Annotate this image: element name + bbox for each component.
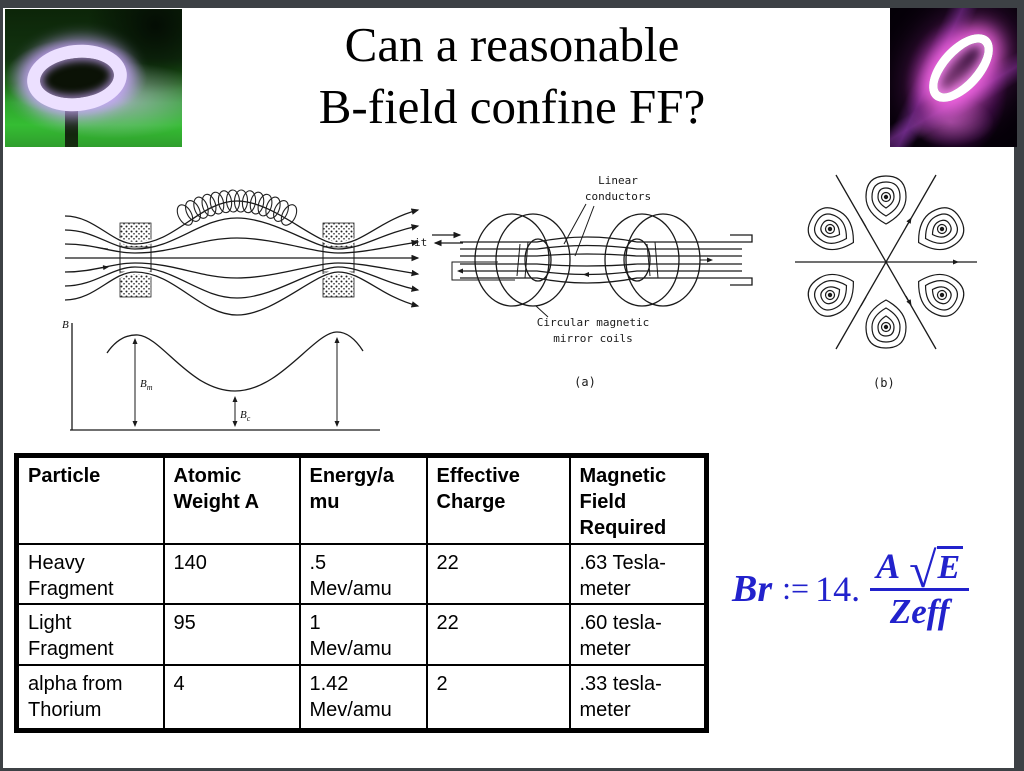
cell-atomic-weight: 140 <box>162 542 301 605</box>
cell-particle: alpha from Thorium <box>15 663 165 732</box>
electrode-stalk <box>65 109 78 147</box>
cell-atomic-weight: 4 <box>162 663 301 732</box>
loop-cluster-lower-right <box>918 273 965 317</box>
b-axis-label: B <box>62 319 69 331</box>
cell-effective-charge: 22 <box>425 602 571 666</box>
table-row: Heavy Fragment 140 .5 Mev/amu 22 .63 Tes… <box>15 542 708 605</box>
bm-label: Bm <box>140 378 153 392</box>
rigidity-formula: Br := 14. A √ E Zeff <box>732 542 970 632</box>
header-atomic-weight: Atomic Weight A <box>162 454 301 545</box>
header-effective-charge: Effective Charge <box>425 454 571 545</box>
formula-denominator: Zeff <box>870 588 970 632</box>
conductor-label-pointers <box>535 203 595 318</box>
formula-fraction: A √ E Zeff <box>870 542 970 632</box>
circular-coils-label-1: Circular magnetic <box>537 316 650 329</box>
cusp-field-figure: (b) <box>795 174 977 390</box>
cell-energy: .5 Mev/amu <box>298 542 428 605</box>
cell-magnetic-field: .60 tesla- meter <box>568 602 708 666</box>
current-label: it <box>414 236 427 249</box>
bc-label: Bc <box>240 409 251 423</box>
linear-conductors-label-2: conductors <box>585 190 651 203</box>
plasma-photo-left <box>5 9 182 147</box>
mirror-field-lines <box>64 198 420 318</box>
current-arrows <box>432 231 463 247</box>
cusp-separatrix-lines <box>795 174 977 350</box>
title-line-1: Can a reasonable <box>344 17 680 72</box>
plasma-torus <box>23 39 131 117</box>
circular-coils-label-2: mirror coils <box>553 332 632 345</box>
window-frame-bottom <box>0 768 1024 771</box>
cell-magnetic-field: .33 tesla- meter <box>568 663 708 732</box>
loop-cluster-upper-right <box>918 207 965 251</box>
mirror-coil-right <box>604 213 701 307</box>
header-energy: Energy/a mu <box>298 454 428 545</box>
slide-title: Can a reasonable B-field confine FF? <box>202 14 822 138</box>
plasma-torus <box>917 22 1005 114</box>
radicand: E <box>936 546 964 587</box>
linear-conductors-label-1: Linear <box>598 174 638 187</box>
plasma-photo-right <box>890 8 1017 147</box>
formula-lhs: Br <box>732 567 773 610</box>
formula-coefficient: 14. <box>815 568 861 609</box>
cell-particle: Heavy Fragment <box>15 542 165 605</box>
radical-sign: √ <box>909 542 937 598</box>
numerator-variable: A <box>876 546 901 586</box>
caption-b: (b) <box>873 376 895 390</box>
table-row: alpha from Thorium 4 1.42 Mev/amu 2 .33 … <box>15 663 708 732</box>
mirror-coils-figure: it <box>414 174 753 389</box>
cell-atomic-weight: 95 <box>162 602 301 666</box>
cell-energy: 1 Mev/amu <box>298 602 428 666</box>
formula-numerator: A √ E <box>870 542 969 598</box>
loop-cluster-top <box>865 175 907 225</box>
title-line-2: B-field confine FF? <box>318 79 706 134</box>
conductor-loop-clusters <box>807 175 965 349</box>
cell-effective-charge: 2 <box>425 663 571 732</box>
table-row: Light Fragment 95 1 Mev/amu 22 .60 tesla… <box>15 602 708 666</box>
formula-assign-operator: := <box>782 570 810 606</box>
cell-particle: Light Fragment <box>15 602 165 666</box>
window-frame-right <box>1014 0 1024 771</box>
cell-magnetic-field: .63 Tesla- meter <box>568 542 708 605</box>
loop-cluster-bottom <box>865 299 907 349</box>
particle-helix <box>176 189 298 226</box>
table-header-row: Particle Atomic Weight A Energy/a mu Eff… <box>15 454 708 545</box>
b-field-profile-plot: B Bm Bc <box>62 319 380 431</box>
mirror-coil-left <box>474 213 571 307</box>
window-frame-left <box>0 0 3 771</box>
magnetic-mirror-figure: B Bm Bc <box>62 189 420 431</box>
cell-energy: 1.42 Mev/amu <box>298 663 428 732</box>
linear-conductor-lines <box>451 234 753 286</box>
header-particle: Particle <box>15 454 165 545</box>
caption-a: (a) <box>574 375 596 389</box>
window-frame-top <box>0 0 1024 8</box>
mirror-coil-blocks <box>119 222 355 298</box>
loop-cluster-lower-left <box>807 273 854 317</box>
loop-cluster-upper-left <box>807 207 854 251</box>
cell-effective-charge: 22 <box>425 542 571 605</box>
header-magnetic-field: Magnetic Field Required <box>568 454 708 545</box>
particle-field-table: Particle Atomic Weight A Energy/a mu Eff… <box>14 453 709 733</box>
